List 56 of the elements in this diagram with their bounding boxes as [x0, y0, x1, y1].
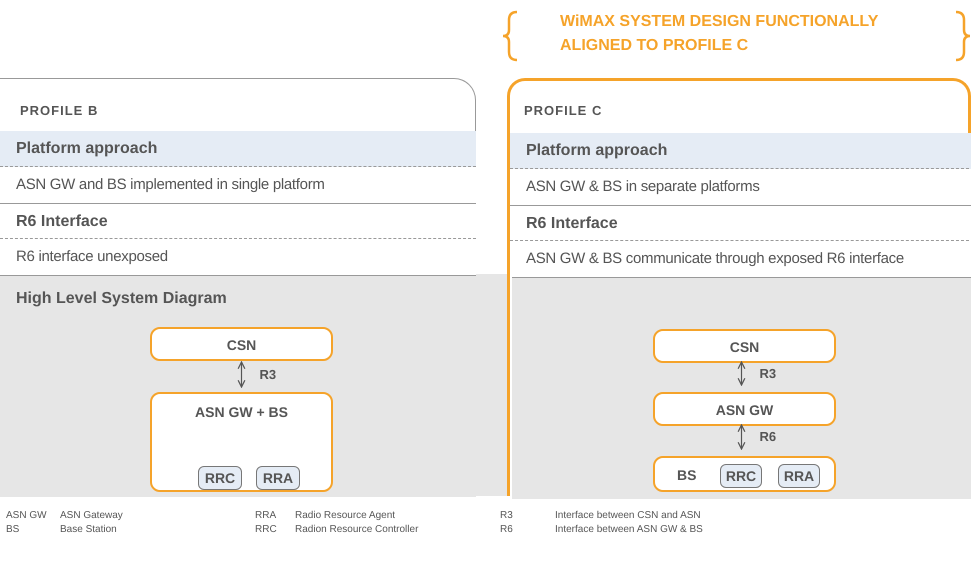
edge-label: R3 — [260, 366, 276, 382]
abbreviation: ASN GW — [6, 510, 47, 521]
abbreviation: R3 — [500, 510, 513, 521]
box-label: CSN — [226, 337, 258, 353]
abbreviation-definition: Interface between CSN and ASN — [555, 510, 701, 521]
section-text: ASN GW & BS communicate through exposed R6 interface — [526, 250, 904, 267]
section-title: High Level System Diagram — [16, 290, 227, 308]
profile-panel — [507, 78, 971, 496]
diagram-area — [512, 277, 971, 499]
component-box — [653, 392, 836, 426]
box-label: ASN GW + BS — [194, 404, 289, 420]
abbreviation: R6 — [500, 524, 513, 535]
component-box — [150, 392, 333, 492]
abbreviation-definition: Interface between ASN GW & BS — [555, 524, 703, 535]
box-label: RRC — [204, 470, 236, 486]
section-header — [510, 205, 971, 241]
component-box — [653, 456, 836, 492]
box-label: BS — [677, 467, 696, 483]
panel-title: PROFILE B — [20, 103, 98, 118]
diagram-area — [0, 275, 476, 497]
panel-title: PROFILE C — [524, 103, 602, 118]
section-text: ASN GW & BS in separate platforms — [526, 178, 760, 195]
section-title: R6 Interface — [526, 215, 618, 233]
section-text: R6 interface unexposed — [16, 248, 168, 265]
abbreviation-definition: Radio Resource Agent — [295, 510, 396, 521]
profile-panel — [0, 78, 476, 496]
module-box — [198, 466, 242, 490]
section-title: Platform approach — [526, 142, 668, 160]
section-text: ASN GW and BS implemented in single platform — [16, 176, 325, 193]
component-box — [150, 327, 333, 361]
abbreviation: RRC — [255, 524, 277, 535]
abbreviation-definition: ASN Gateway — [60, 510, 123, 521]
section-title: R6 Interface — [16, 213, 108, 231]
heading: WiMAX SYSTEM DESIGN FUNCTIONALLY ALIGNED TO PROFILE C — [560, 12, 880, 56]
double-arrow — [738, 361, 746, 386]
edge-label: R6 — [760, 429, 776, 444]
section-title: Platform approach — [16, 140, 158, 158]
section-header — [0, 131, 476, 167]
abbreviation: RRA — [255, 510, 276, 521]
double-arrow — [738, 424, 746, 450]
abbreviation: BS — [6, 524, 20, 535]
box-label: RRA — [262, 470, 294, 486]
double-arrow — [238, 361, 246, 388]
box-label: ASN GW — [714, 402, 774, 418]
box-label: RRC — [724, 468, 758, 484]
box-label: CSN — [728, 339, 760, 355]
module-box — [720, 464, 762, 488]
module-box — [778, 464, 820, 488]
module-box — [256, 466, 300, 490]
box-label: RRA — [782, 468, 816, 484]
abbreviation-definition: Base Station — [60, 524, 117, 535]
section-header — [510, 133, 971, 169]
component-box — [653, 329, 836, 363]
edge-label: R3 — [760, 366, 776, 380]
abbreviation-definition: Radion Resource Controller — [295, 524, 418, 535]
section-header — [0, 203, 476, 239]
